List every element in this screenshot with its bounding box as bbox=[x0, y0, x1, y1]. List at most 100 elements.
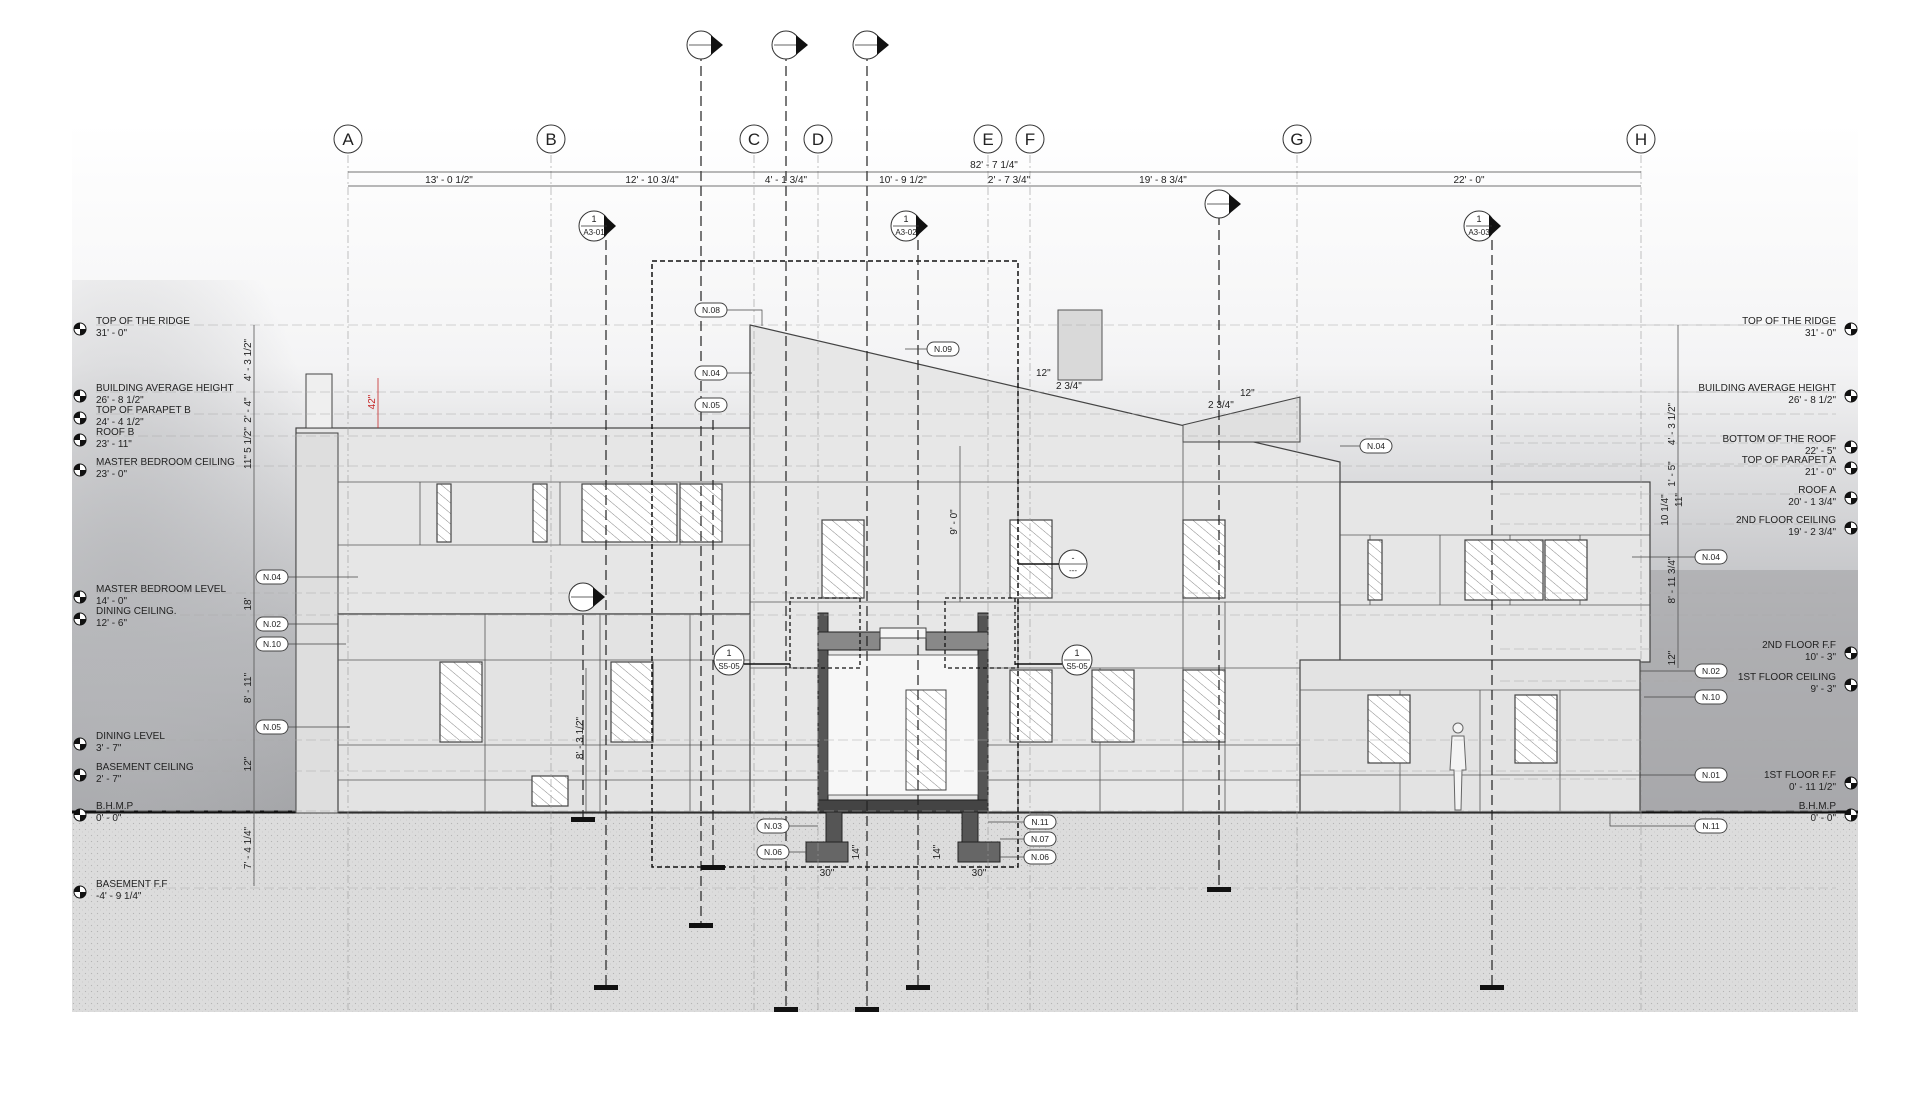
grid-bubble-a: A bbox=[333, 124, 363, 154]
tag-label: N.02 bbox=[263, 619, 281, 629]
level-left-value: 24' - 4 1/2" bbox=[96, 417, 144, 428]
level-marker bbox=[73, 433, 87, 447]
vdim-left-7: 7' - 4 1/4" bbox=[243, 826, 254, 869]
grid-bubble-f: F bbox=[1015, 124, 1045, 154]
tag-n02-right: N.02 bbox=[1640, 663, 1728, 679]
section-cut-end bbox=[701, 865, 725, 870]
bay-dim-ef: 2' - 7 3/4" bbox=[988, 175, 1031, 186]
level-left-name: MASTER BEDROOM LEVEL bbox=[96, 584, 226, 595]
section-head-arrow bbox=[711, 35, 723, 55]
tag-label: N.10 bbox=[1702, 692, 1720, 702]
tag-n01-right: N.01 bbox=[1640, 767, 1728, 783]
level-marker bbox=[73, 389, 87, 403]
vdim-right-1: 1' - 5" bbox=[1667, 461, 1678, 487]
level-left-name: DINING CEILING. bbox=[96, 606, 177, 617]
section-head-arrow bbox=[796, 35, 808, 55]
section-num: 1 bbox=[1476, 214, 1481, 224]
right-windows bbox=[1367, 539, 1588, 764]
center-height-dim: 9' - 0" bbox=[949, 509, 960, 535]
detail-box-left bbox=[789, 597, 861, 669]
level-marker-fill bbox=[1845, 441, 1857, 453]
level-right-name: ROOF A bbox=[1798, 485, 1836, 496]
level-marker-fill bbox=[74, 323, 86, 335]
level-left-10: BASEMENT F.F-4' - 9 1/4" bbox=[96, 879, 168, 902]
level-marker bbox=[1844, 521, 1858, 535]
section-head bbox=[771, 30, 808, 60]
grid-label-g: G bbox=[1290, 130, 1303, 149]
level-marker-fill bbox=[1845, 809, 1857, 821]
level-right-value: 10' - 3" bbox=[1805, 652, 1836, 663]
level-marker-fill bbox=[1845, 679, 1857, 691]
level-marker bbox=[1844, 389, 1858, 403]
level-marker bbox=[73, 885, 87, 899]
tag-label: N.08 bbox=[702, 305, 720, 315]
tag-n03: N.03 bbox=[756, 818, 818, 834]
vdim-right-5: 12" bbox=[1667, 650, 1678, 665]
vdim-left-6: 12" bbox=[243, 756, 254, 771]
level-markers bbox=[73, 322, 1858, 899]
grid-label-c: C bbox=[748, 130, 760, 149]
material-tags: N.08 N.09 N.04 N.05 N.04 N.04 N.02 N.10 … bbox=[255, 302, 1728, 865]
vdim-left-1: 2' - 4" bbox=[243, 397, 254, 423]
level-right-name: 1ST FLOOR F.F bbox=[1764, 770, 1836, 781]
bay-dim-ab: 13' - 0 1/2" bbox=[425, 175, 473, 186]
level-marker-fill bbox=[74, 464, 86, 476]
chimney-left bbox=[305, 373, 333, 429]
tag-label: N.04 bbox=[1702, 552, 1720, 562]
tag-label: N.02 bbox=[1702, 666, 1720, 676]
level-right-value: 0' - 11 1/2" bbox=[1789, 782, 1836, 793]
level-left-3: ROOF B23' - 11" bbox=[96, 427, 135, 450]
section-ref: S5-05 bbox=[1066, 662, 1088, 671]
tag-label: N.04 bbox=[1367, 441, 1385, 451]
level-right-name: BUILDING AVERAGE HEIGHT bbox=[1698, 383, 1836, 394]
level-right-value: 26' - 8 1/2" bbox=[1788, 395, 1836, 406]
level-right-value: 22' - 5" bbox=[1805, 446, 1836, 457]
grid-bubble-g: G bbox=[1282, 124, 1312, 154]
level-right-name: TOP OF PARAPET A bbox=[1742, 455, 1837, 466]
level-marker bbox=[1844, 646, 1858, 660]
vertical-dims-left: 4' - 3 1/2" 2' - 4" 5 1/2" 11" 18' 8' - … bbox=[243, 325, 587, 886]
level-left-name: BASEMENT F.F bbox=[96, 879, 168, 890]
tag-n04-right: N.04 bbox=[1632, 549, 1728, 565]
section-ref: S5-05 bbox=[718, 662, 740, 671]
level-marker-fill bbox=[74, 591, 86, 603]
tag-n06-left: N.06 bbox=[756, 844, 806, 860]
level-marker bbox=[1844, 440, 1858, 454]
section-mark-s5-05-left: 1 S5-05 bbox=[713, 644, 790, 676]
vdim-left-8: 8' - 3 1/2" bbox=[575, 716, 586, 759]
level-marker-fill bbox=[74, 769, 86, 781]
grid-label-b: B bbox=[545, 130, 556, 149]
grid-bubble-b: B bbox=[536, 124, 566, 154]
section-ref: --- bbox=[1069, 566, 1077, 575]
section-cut-end bbox=[774, 1007, 798, 1012]
section-ref: A3-03 bbox=[1468, 228, 1490, 237]
vertical-dims-right: 4' - 3 1/2" 1' - 5" 11" 10 1/4" 8' - 11 … bbox=[1660, 325, 1685, 668]
tag-label: N.05 bbox=[263, 722, 281, 732]
section-head bbox=[568, 582, 605, 612]
section-mark-a3-02: 1 A3-02 bbox=[890, 210, 928, 242]
bay-dim-de: 10' - 9 1/2" bbox=[879, 175, 927, 186]
section-marks: 1 A3-01 1 A3-02 1 A3-03 1 S5-05 1 S5 bbox=[578, 210, 1501, 676]
grid-bubble-c: C bbox=[739, 124, 769, 154]
level-marker bbox=[1844, 491, 1858, 505]
level-marker-fill bbox=[1845, 647, 1857, 659]
cloud-left bbox=[72, 280, 332, 811]
level-right-value: 19' - 2 3/4" bbox=[1788, 527, 1836, 538]
slope-dim-c: 12" bbox=[1240, 388, 1255, 399]
section-num: 1 bbox=[591, 214, 596, 224]
level-marker bbox=[1844, 678, 1858, 692]
level-marker bbox=[73, 768, 87, 782]
section-num: 1 bbox=[1074, 648, 1079, 658]
tag-n04-left: N.04 bbox=[255, 569, 358, 585]
left-stair-core bbox=[295, 432, 339, 814]
grid-lines bbox=[347, 155, 1642, 1010]
level-right-value: 9' - 3" bbox=[1811, 684, 1837, 695]
level-left-name: B.H.M.P bbox=[96, 801, 134, 812]
level-marker-fill bbox=[1845, 777, 1857, 789]
section-head-arrow bbox=[1229, 194, 1241, 214]
tag-n05-left: N.05 bbox=[255, 719, 350, 735]
section-head-arrow bbox=[593, 587, 605, 607]
